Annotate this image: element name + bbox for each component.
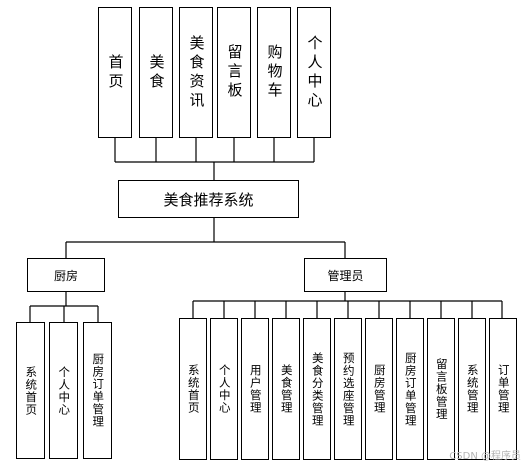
module-message-board-label: 留言板: [225, 44, 244, 101]
module-food: 美食: [139, 7, 173, 138]
admin-child-label: 留言板管理: [434, 357, 449, 421]
admin-child-system-home: 系统首页: [179, 318, 207, 460]
kitchen-child-label: 系统首页: [24, 365, 39, 416]
admin-child-system-management: 系统管理: [458, 318, 486, 460]
role-kitchen: 厨房: [27, 258, 105, 292]
root-node: 美食推荐系统: [118, 180, 299, 218]
module-cart-label: 购物车: [265, 44, 284, 101]
admin-child-label: 订单管理: [496, 364, 511, 414]
admin-child-label: 厨房管理: [372, 364, 387, 414]
kitchen-child-system-home: 系统首页: [16, 322, 45, 459]
module-home-label: 首页: [106, 53, 125, 92]
admin-child-message-board-management: 留言板管理: [427, 318, 455, 460]
admin-child-reservation-seat-management: 预约选座管理: [334, 318, 362, 460]
admin-child-kitchen-management: 厨房管理: [365, 318, 393, 460]
role-kitchen-label: 厨房: [53, 268, 78, 283]
admin-child-label: 美食管理: [279, 364, 294, 414]
admin-child-food-management: 美食管理: [272, 318, 300, 460]
admin-child-label: 预约选座管理: [341, 351, 356, 427]
admin-child-order-management: 订单管理: [489, 318, 517, 460]
admin-child-label: 个人中心: [217, 364, 232, 414]
admin-child-label: 用户管理: [248, 364, 263, 414]
admin-child-food-category-management: 美食分类管理: [303, 318, 331, 460]
role-admin-label: 管理员: [327, 268, 364, 283]
admin-child-kitchen-order-management: 厨房订单管理: [396, 318, 424, 460]
admin-child-label: 系统管理: [465, 364, 480, 414]
module-personal-center-label: 个人中心: [305, 34, 324, 111]
admin-child-personal-center: 个人中心: [210, 318, 238, 460]
kitchen-child-kitchen-order-management: 厨房订单管理: [83, 322, 112, 459]
module-home: 首页: [98, 7, 132, 138]
module-food-label: 美食: [147, 53, 166, 92]
admin-child-user-management: 用户管理: [241, 318, 269, 460]
admin-child-label: 美食分类管理: [310, 351, 325, 427]
module-message-board: 留言板: [217, 7, 251, 138]
admin-child-label: 厨房订单管理: [403, 351, 418, 427]
module-food-news: 美食资讯: [179, 7, 213, 138]
kitchen-child-label: 个人中心: [57, 365, 72, 416]
module-food-news-label: 美食资讯: [187, 34, 206, 111]
admin-child-label: 系统首页: [186, 364, 201, 414]
role-admin: 管理员: [304, 258, 387, 292]
module-personal-center: 个人中心: [297, 7, 331, 138]
kitchen-child-personal-center: 个人中心: [49, 322, 78, 459]
watermark: CSDN @程序员: [449, 451, 521, 462]
module-cart: 购物车: [257, 7, 291, 138]
root-label: 美食推荐系统: [163, 190, 254, 209]
kitchen-child-label: 厨房订单管理: [91, 353, 106, 428]
